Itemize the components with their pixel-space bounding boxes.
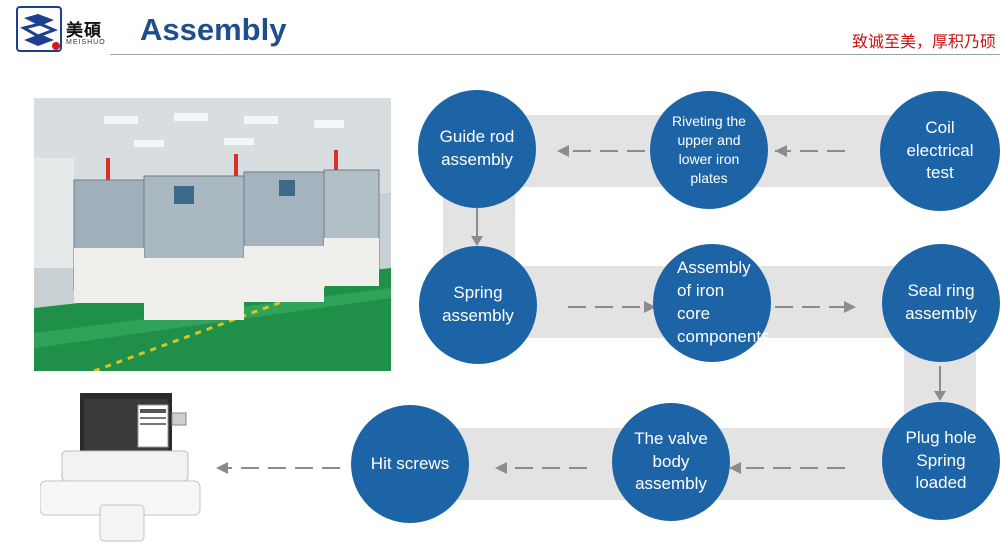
- step-guide-rod-assembly: Guide rod assembly: [418, 90, 536, 208]
- step-riveting-iron-plates: Riveting the upper and lower iron plates: [650, 91, 768, 209]
- arrowhead-seal: [844, 301, 856, 313]
- arrowhead-screws: [495, 462, 507, 474]
- slide-title: Assembly: [140, 12, 287, 47]
- step-plug-hole-spring-loaded: Plug hole Spring loaded: [882, 402, 1000, 520]
- step-seal-ring-assembly: Seal ring assembly: [882, 244, 1000, 362]
- arrowhead-plug: [934, 391, 946, 401]
- arrowhead-spring: [471, 236, 483, 246]
- step-hit-screws: Hit screws: [351, 405, 469, 523]
- arrowhead-iron-core: [644, 301, 656, 313]
- slogan: 致诚至美，厚积乃硕: [851, 32, 996, 51]
- company-logo: 美碩 MEISHUO: [16, 6, 112, 54]
- arrowhead-riveting: [775, 145, 787, 157]
- step-valve-body-assembly: The valve body assembly: [612, 403, 730, 521]
- factory-photo: [34, 98, 391, 371]
- logo-chinese-text: 美碩: [66, 21, 102, 41]
- arrowhead-valve-body: [729, 462, 741, 474]
- valve-product-photo: [39, 385, 210, 545]
- step-coil-electrical-test: Coil electrical test: [880, 91, 1000, 211]
- step-spring-assembly: Spring assembly: [419, 246, 537, 364]
- arrowhead-product: [216, 462, 228, 474]
- step-iron-core-components: Assembly of iron core components: [653, 244, 771, 362]
- header-divider: [110, 54, 1000, 55]
- arrowhead-guide: [557, 145, 569, 157]
- logo-mark-icon: [16, 6, 62, 52]
- logo-english-text: MEISHUO: [66, 39, 106, 46]
